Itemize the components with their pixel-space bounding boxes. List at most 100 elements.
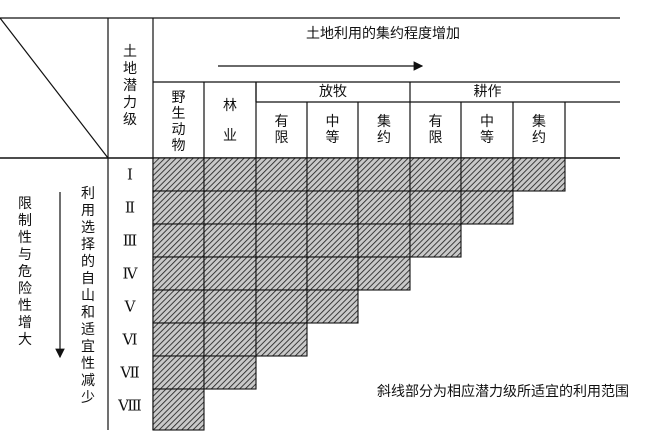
column-label-graze_limited: 限 — [275, 130, 289, 146]
limitation-increase-label: 性 — [18, 230, 32, 246]
grade-labels: Ⅰ Ⅱ Ⅲ Ⅳ Ⅴ Ⅵ Ⅶ Ⅷ — [117, 166, 142, 415]
potential-grade-header: 地 — [123, 61, 137, 77]
choice-decrease-label: 择 — [81, 237, 95, 253]
suitable-cell — [306, 157, 359, 192]
suitable-cell — [409, 223, 462, 258]
corner-diagonal — [0, 17, 109, 159]
limitation-increase-label: 制 — [18, 213, 32, 229]
grade-label: Ⅱ — [125, 199, 135, 217]
suitable-cell — [306, 256, 359, 291]
column-label-farm_medium: 等 — [480, 129, 494, 146]
suitable-cell — [152, 388, 205, 431]
choice-decrease-label: 山 — [81, 288, 95, 304]
suitable-cell — [357, 157, 411, 192]
choice-decrease-label: 性 — [81, 356, 95, 372]
suitable-cell — [203, 223, 257, 258]
suitable-cell — [203, 355, 257, 390]
diagram-title: 土地利用的集约程度增加 — [306, 25, 460, 42]
choice-decrease-label: 选 — [81, 220, 95, 236]
suitable-cell — [255, 157, 308, 192]
suitable-cell — [357, 223, 411, 258]
suitable-cell — [255, 322, 308, 357]
suitable-cell — [306, 223, 359, 258]
suitable-cell — [409, 190, 462, 225]
column-label-graze_limited: 有 — [275, 114, 289, 130]
suitable-cell — [409, 157, 462, 192]
column-label-forestry: 林 — [223, 98, 237, 114]
suitable-cell — [255, 223, 308, 258]
grade-label: Ⅰ — [127, 166, 133, 184]
suitable-cell — [512, 157, 566, 192]
column-label-farm_intensive: 集 — [532, 113, 546, 130]
column-label-forestry: 业 — [223, 128, 237, 144]
suitable-cell — [357, 190, 411, 225]
potential-grade-header: 力 — [123, 95, 137, 111]
suitable-cell — [460, 157, 514, 192]
suitable-cell — [255, 190, 308, 225]
suitable-cell — [306, 289, 359, 324]
suitable-cell — [203, 256, 257, 291]
suitable-cell — [152, 223, 205, 258]
column-label-wildlife: 物 — [172, 138, 186, 154]
choice-decrease-label: 自 — [81, 271, 95, 287]
column-label-wildlife: 野 — [172, 90, 186, 106]
column-label-farm_limited: 有 — [429, 114, 443, 130]
potential-grade-header: 级 — [123, 112, 137, 128]
suitable-cell — [255, 256, 308, 291]
grade-label: Ⅶ — [119, 364, 139, 382]
choice-decrease-label: 用 — [81, 203, 95, 219]
limitation-increase-label: 大 — [18, 332, 32, 348]
potential-grade-header: 潜 — [123, 78, 137, 94]
column-label-farm_intensive: 约 — [532, 130, 546, 146]
column-label-farm_limited: 限 — [429, 130, 443, 146]
limitation-increase-label: 与 — [18, 247, 32, 263]
suitable-cell — [152, 289, 205, 324]
suitable-cell — [306, 190, 359, 225]
limitation-increase-label: 性 — [18, 298, 32, 314]
column-label-farm_medium: 中 — [480, 114, 494, 130]
choice-decrease-label: 利 — [81, 186, 95, 202]
choice-decrease-label: 少 — [81, 390, 95, 406]
suitable-cell — [152, 256, 205, 291]
choice-decrease-label: 适 — [81, 322, 95, 338]
grade-label: Ⅵ — [121, 331, 137, 349]
column-headers: 野生动物林业有限中等集约有限中等集约放牧耕作土地潜力级 — [123, 44, 566, 158]
potential-grade-header: 土 — [123, 44, 137, 60]
column-label-wildlife: 动 — [172, 122, 186, 138]
column-label-graze_medium: 中 — [326, 114, 340, 130]
suitable-cell — [152, 355, 205, 390]
suitable-cell — [357, 256, 411, 291]
limitation-increase-label: 险 — [18, 281, 32, 297]
column-label-graze_medium: 等 — [326, 129, 340, 146]
suitable-cell — [152, 322, 205, 357]
suitable-cell — [152, 190, 205, 225]
suitable-cell — [203, 190, 257, 225]
limitation-increase-label: 增 — [18, 315, 32, 331]
group-label: 放牧 — [319, 84, 347, 100]
grade-label: Ⅴ — [124, 298, 137, 316]
suitable-cell — [203, 289, 257, 324]
choice-decrease-label: 减 — [81, 373, 95, 389]
choice-decrease-label: 和 — [81, 305, 95, 321]
column-label-graze_intensive: 集 — [377, 113, 391, 130]
legend-note: 斜线部分为相应潜力级所适宜的利用范围 — [377, 383, 629, 400]
choice-decrease-label: 的 — [81, 254, 95, 270]
suitable-cell — [152, 157, 205, 192]
suitable-cell — [460, 190, 514, 225]
grade-label: Ⅲ — [123, 232, 137, 250]
limitation-increase-label: 危 — [18, 264, 32, 280]
column-label-graze_intensive: 约 — [377, 130, 391, 146]
suitable-cell — [203, 322, 257, 357]
suitable-cell — [203, 157, 257, 192]
grade-label: Ⅷ — [117, 397, 142, 415]
choice-decrease-label: 宜 — [81, 339, 95, 355]
group-label: 耕作 — [474, 83, 502, 100]
column-label-wildlife: 生 — [172, 106, 186, 122]
suitable-cell — [255, 289, 308, 324]
hatched-grid — [152, 157, 566, 431]
limitation-increase-label: 限 — [18, 196, 32, 212]
grade-label: Ⅳ — [123, 265, 139, 283]
